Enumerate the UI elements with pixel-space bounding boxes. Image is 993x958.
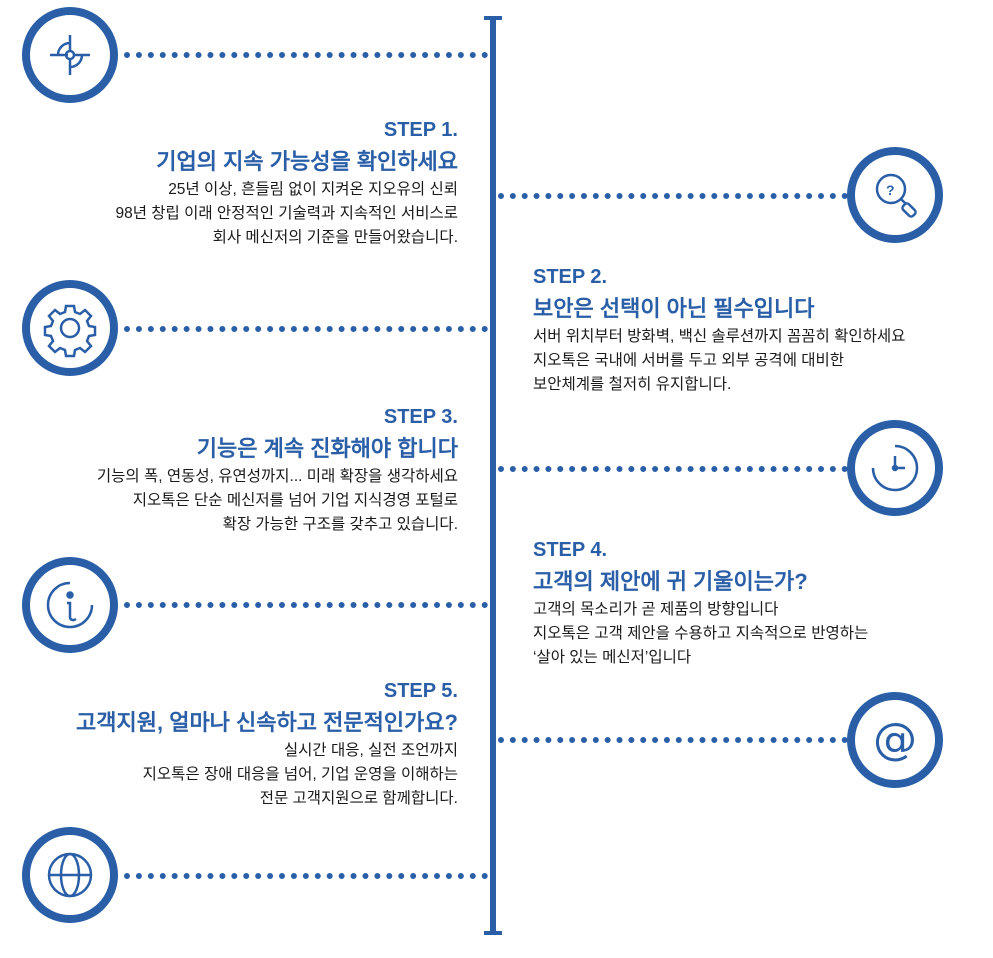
step-text: 확장 가능한 구조를 갖추고 있습니다. bbox=[222, 516, 458, 533]
step-text: 전문 고객지원으로 함께합니다. bbox=[259, 790, 458, 807]
step-text: 실시간 대응, 실전 조언까지 bbox=[283, 742, 458, 759]
step-text: 지오톡은 단순 메신저를 넘어 기업 지식경영 포털로 bbox=[132, 492, 458, 509]
step-text: 서버 위치부터 방화벽, 백신 솔루션까지 꼼꼼히 확인하세요 bbox=[533, 328, 906, 345]
step-3: STEP 3. 기능은 계속 진화해야 합니다 기능의 폭, 연동성, 유연성까… bbox=[97, 401, 458, 537]
globe-icon bbox=[22, 827, 118, 923]
step-5: STEP 5. 고객지원, 얼마나 신속하고 전문적인가요? 실시간 대응, 실… bbox=[76, 675, 458, 811]
connector-4 bbox=[498, 466, 848, 472]
step-title: 기업의 지속 가능성을 확인하세요 bbox=[156, 149, 458, 174]
gear-icon bbox=[22, 280, 118, 376]
connector-2 bbox=[498, 193, 848, 199]
step-title: 고객의 제안에 귀 기울이는가? bbox=[533, 569, 808, 594]
info-icon bbox=[22, 557, 118, 653]
search-question-icon: ? bbox=[847, 147, 943, 243]
step-title: 보안은 선택이 아닌 필수입니다 bbox=[533, 296, 815, 321]
timeline-cap-bottom bbox=[484, 931, 502, 935]
at-sign-icon: @ bbox=[847, 692, 943, 788]
timeline-cap-top bbox=[484, 16, 502, 20]
step-text: 보안체계를 철저히 유지합니다. bbox=[533, 376, 732, 393]
step-2: STEP 2. 보안은 선택이 아닌 필수입니다 서버 위치부터 방화벽, 백신… bbox=[533, 261, 905, 397]
step-4: STEP 4. 고객의 제안에 귀 기울이는가? 고객의 목소리가 곧 제품의 … bbox=[533, 534, 868, 670]
step-label: STEP 5. bbox=[383, 680, 458, 702]
step-text: 기능의 폭, 연동성, 유연성까지... 미래 확장을 생각하세요 bbox=[96, 468, 458, 485]
step-text: 지오톡은 고객 제안을 수용하고 지속적으로 반영하는 bbox=[533, 625, 869, 642]
step-text: 지오톡은 장애 대응을 넘어, 기업 운영을 이해하는 bbox=[142, 766, 458, 783]
step-text: 98년 창립 이래 안정적인 기술력과 지속적인 서비스로 bbox=[115, 205, 458, 222]
step-text: 회사 메신저의 기준을 만들어왔습니다. bbox=[212, 229, 458, 246]
connector-7 bbox=[124, 873, 488, 879]
connector-6 bbox=[498, 737, 848, 743]
step-label: STEP 1. bbox=[383, 119, 458, 141]
connector-1 bbox=[124, 52, 488, 58]
step-label: STEP 4. bbox=[533, 539, 608, 561]
step-label: STEP 3. bbox=[383, 406, 458, 428]
step-title: 기능은 계속 진화해야 합니다 bbox=[196, 436, 458, 461]
timeline-axis bbox=[490, 18, 496, 933]
connector-5 bbox=[124, 602, 488, 608]
target-icon bbox=[22, 7, 118, 103]
clock-icon bbox=[847, 420, 943, 516]
step-1: STEP 1. 기업의 지속 가능성을 확인하세요 25년 이상, 흔들림 없이… bbox=[115, 114, 458, 250]
step-label: STEP 2. bbox=[533, 266, 608, 288]
svg-text:?: ? bbox=[886, 182, 895, 198]
step-title: 고객지원, 얼마나 신속하고 전문적인가요? bbox=[76, 710, 458, 735]
step-text: 고객의 목소리가 곧 제품의 방향입니다 bbox=[533, 601, 779, 618]
connector-3 bbox=[124, 326, 488, 332]
svg-text:@: @ bbox=[873, 714, 917, 765]
step-text: 지오톡은 국내에 서버를 두고 외부 공격에 대비한 bbox=[533, 352, 845, 369]
step-text: ‘살아 있는 메신저’입니다 bbox=[533, 649, 692, 666]
step-text: 25년 이상, 흔들림 없이 지켜온 지오유의 신뢰 bbox=[168, 181, 458, 198]
